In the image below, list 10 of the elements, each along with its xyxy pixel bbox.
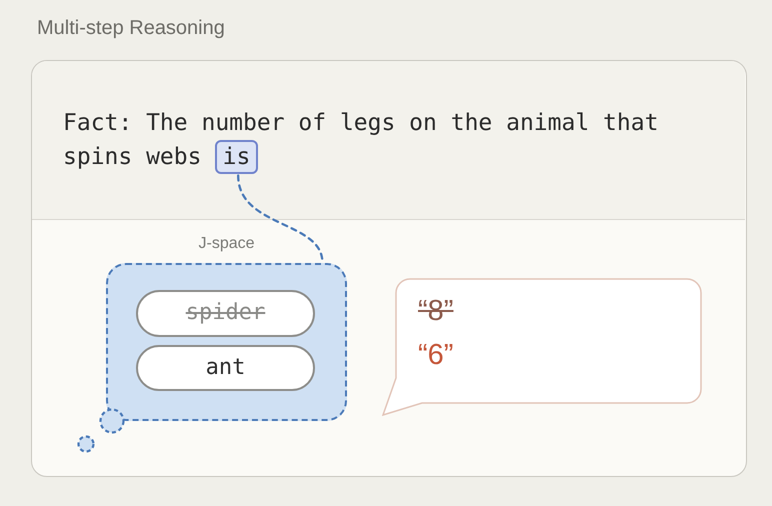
answer-text: “6” [418, 338, 454, 373]
word-pill: ant [136, 345, 315, 391]
speech-bubble [382, 278, 703, 416]
header-band [32, 61, 745, 220]
struck-answer-text: “8” [418, 294, 454, 329]
word-pill: spider [136, 290, 315, 337]
fact-sentence: Fact: The number of legs on the animal that spins webs is [63, 107, 658, 174]
diagram-title: Multi-step Reasoning [37, 16, 225, 40]
highlighted-token: is [214, 140, 258, 174]
group-label: J-space [198, 234, 255, 254]
